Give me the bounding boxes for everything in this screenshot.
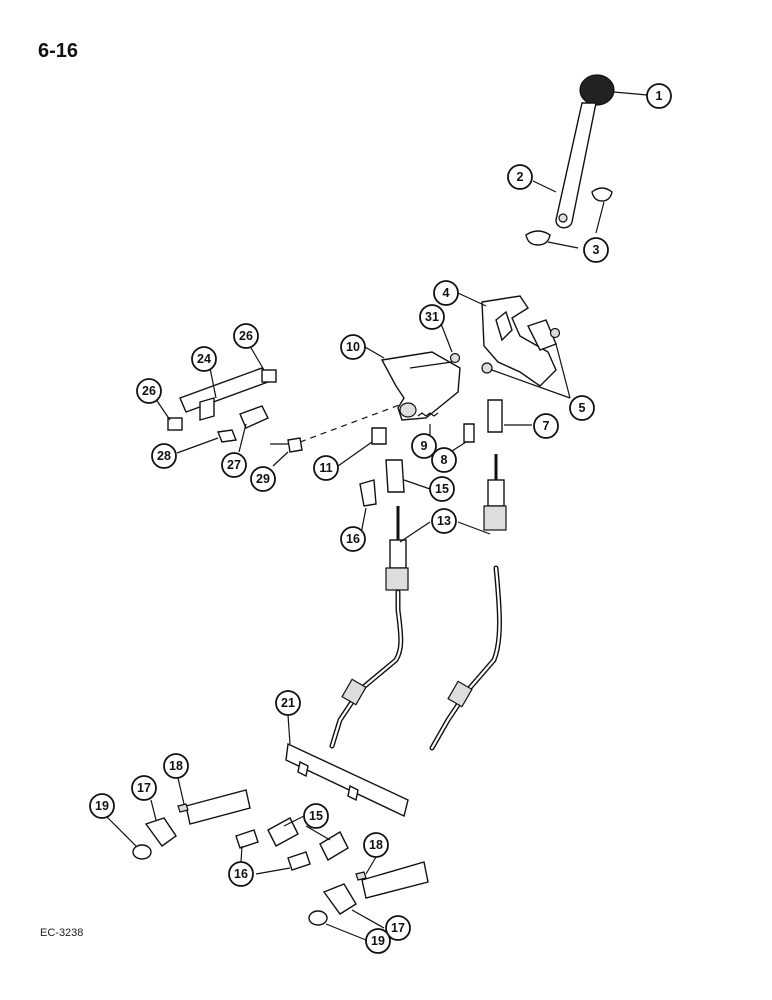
svg-text:11: 11 bbox=[319, 461, 332, 475]
lever-part[interactable] bbox=[555, 102, 597, 229]
svg-text:17: 17 bbox=[137, 781, 151, 795]
bushing-part[interactable] bbox=[261, 369, 277, 383]
svg-text:18: 18 bbox=[169, 759, 183, 773]
svg-text:16: 16 bbox=[234, 867, 248, 881]
callout-19-left: 19 bbox=[89, 793, 115, 819]
callout-1: 1 bbox=[646, 83, 672, 109]
svg-text:28: 28 bbox=[157, 449, 171, 463]
svg-text:15: 15 bbox=[435, 482, 449, 496]
callout-27: 27 bbox=[221, 452, 247, 478]
svg-text:4: 4 bbox=[443, 286, 450, 300]
callout-21: 21 bbox=[275, 690, 301, 716]
nut-part[interactable] bbox=[481, 362, 493, 374]
bushing-part[interactable] bbox=[371, 427, 387, 445]
clip-ring-part[interactable] bbox=[132, 844, 152, 860]
svg-text:17: 17 bbox=[391, 921, 405, 935]
svg-text:18: 18 bbox=[369, 838, 383, 852]
clip-part[interactable] bbox=[217, 429, 237, 443]
callout-26-upper: 26 bbox=[233, 323, 259, 349]
svg-text:29: 29 bbox=[256, 472, 270, 486]
clip-part[interactable] bbox=[525, 230, 551, 246]
svg-text:8: 8 bbox=[441, 453, 448, 467]
clip-part[interactable] bbox=[235, 829, 259, 849]
callout-4: 4 bbox=[433, 280, 459, 306]
callout-15-lower: 15 bbox=[303, 803, 329, 829]
svg-text:16: 16 bbox=[346, 532, 360, 546]
svg-text:2: 2 bbox=[517, 170, 524, 184]
svg-text:26: 26 bbox=[142, 384, 156, 398]
svg-text:9: 9 bbox=[421, 439, 428, 453]
svg-text:1: 1 bbox=[656, 89, 663, 103]
svg-text:10: 10 bbox=[346, 340, 360, 354]
callout-2: 2 bbox=[507, 164, 533, 190]
pedal-grip-part[interactable] bbox=[185, 789, 251, 825]
yoke-part[interactable] bbox=[385, 459, 405, 493]
svg-text:31: 31 bbox=[425, 310, 439, 324]
support-plate-part[interactable] bbox=[285, 742, 409, 817]
callout-3: 3 bbox=[583, 237, 609, 263]
svg-text:15: 15 bbox=[309, 809, 323, 823]
bracket-part[interactable] bbox=[380, 351, 461, 421]
callout-19-right: 19 bbox=[365, 928, 391, 954]
clip-part[interactable] bbox=[287, 851, 311, 871]
drawing-code: EC-3238 bbox=[40, 927, 84, 939]
svg-text:19: 19 bbox=[95, 799, 109, 813]
yoke-part[interactable] bbox=[319, 831, 349, 861]
clip-part[interactable] bbox=[591, 187, 613, 202]
callout-5: 5 bbox=[569, 395, 595, 421]
callout-24: 24 bbox=[191, 346, 217, 372]
svg-text:3: 3 bbox=[593, 243, 600, 257]
cable-left[interactable] bbox=[329, 506, 409, 749]
pedal-grip-part[interactable] bbox=[361, 861, 429, 899]
callout-16-lower: 16 bbox=[228, 861, 254, 887]
svg-text:7: 7 bbox=[543, 419, 550, 433]
callout-28: 28 bbox=[151, 443, 177, 469]
callout-31: 31 bbox=[419, 304, 445, 330]
callout-17-left: 17 bbox=[131, 775, 157, 801]
svg-text:27: 27 bbox=[227, 458, 241, 472]
callout-9: 9 bbox=[411, 433, 437, 459]
callout-8: 8 bbox=[431, 447, 457, 473]
nut-part[interactable] bbox=[449, 352, 461, 364]
pivot-lever-part[interactable] bbox=[144, 817, 177, 847]
yoke-part[interactable] bbox=[267, 817, 299, 847]
shaft-part[interactable] bbox=[179, 367, 269, 413]
lever-part[interactable] bbox=[239, 405, 269, 429]
callout-17-right: 17 bbox=[385, 915, 411, 941]
nut-part[interactable] bbox=[549, 327, 561, 339]
block-part[interactable] bbox=[487, 399, 503, 433]
callout-18-right: 18 bbox=[363, 832, 389, 858]
knob-part[interactable] bbox=[579, 74, 615, 106]
callout-11: 11 bbox=[313, 455, 339, 481]
cable-right[interactable] bbox=[429, 454, 507, 751]
clip-part[interactable] bbox=[359, 479, 377, 507]
svg-text:24: 24 bbox=[197, 352, 211, 366]
svg-text:5: 5 bbox=[579, 401, 586, 415]
page-number: 6-16 bbox=[38, 40, 79, 62]
svg-text:13: 13 bbox=[437, 514, 451, 528]
bolt-part[interactable] bbox=[287, 437, 303, 453]
spring-part[interactable] bbox=[417, 412, 439, 417]
callout-13: 13 bbox=[431, 508, 457, 534]
callout-16-upper: 16 bbox=[340, 526, 366, 552]
callout-7: 7 bbox=[533, 413, 559, 439]
svg-text:21: 21 bbox=[281, 696, 295, 710]
callout-10: 10 bbox=[340, 334, 366, 360]
key-part[interactable] bbox=[177, 803, 189, 813]
bushing-part[interactable] bbox=[167, 417, 183, 431]
svg-text:26: 26 bbox=[239, 329, 253, 343]
callout-29: 29 bbox=[250, 466, 276, 492]
pivot-lever-part[interactable] bbox=[322, 883, 357, 915]
callout-26-lower: 26 bbox=[136, 378, 162, 404]
callout-18-left: 18 bbox=[163, 753, 189, 779]
svg-text:19: 19 bbox=[371, 934, 385, 948]
pin-part[interactable] bbox=[463, 423, 475, 443]
callout-15-upper: 15 bbox=[429, 476, 455, 502]
clip-ring-part[interactable] bbox=[308, 910, 328, 926]
key-part[interactable] bbox=[355, 871, 367, 881]
